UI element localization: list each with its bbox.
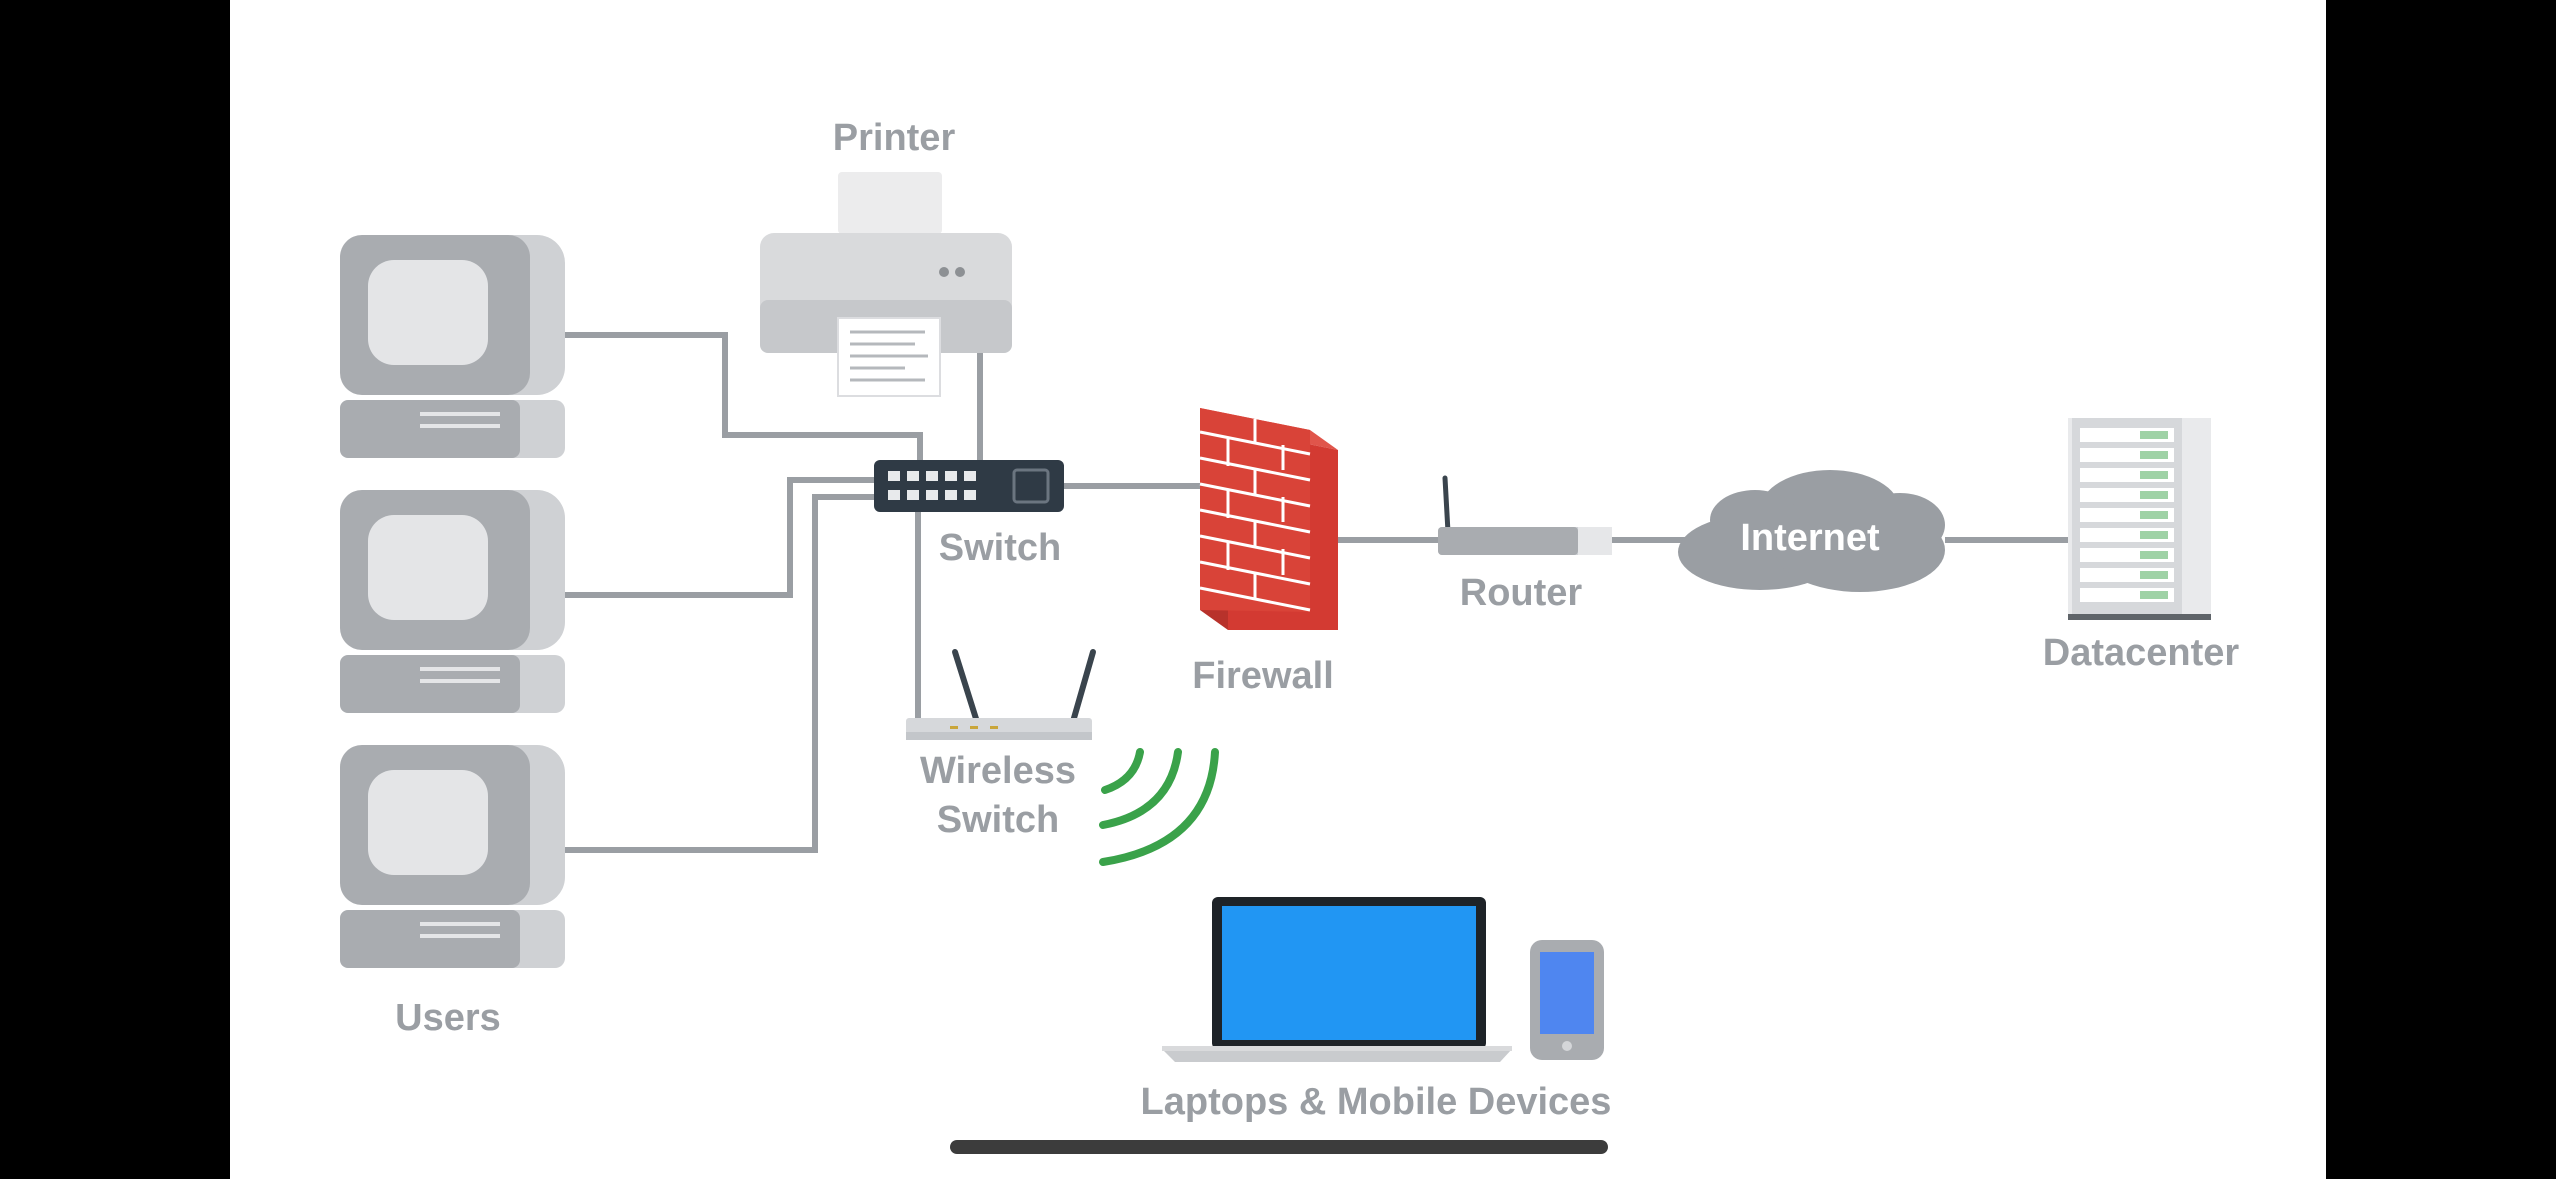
cloud-icon bbox=[1678, 470, 1945, 592]
computer-icon bbox=[340, 745, 565, 968]
wifi-signal-icon bbox=[1099, 748, 1219, 866]
printer-icon bbox=[760, 172, 1012, 397]
cable-user1-switch bbox=[565, 332, 923, 470]
computer-icon bbox=[340, 490, 565, 713]
datacenter-label: Datacenter bbox=[2043, 632, 2240, 674]
wireless-switch-label-line1: Wireless bbox=[920, 750, 1076, 792]
laptop-icon bbox=[1162, 897, 1512, 1062]
cable-user3-switch bbox=[565, 494, 880, 853]
switch-label: Switch bbox=[939, 527, 1061, 569]
router-icon bbox=[1438, 475, 1612, 555]
switch-icon bbox=[874, 460, 1064, 512]
wireless-switch-label-line2: Switch bbox=[937, 799, 1059, 841]
internet-label: Internet bbox=[1740, 517, 1880, 559]
cable-user2-switch bbox=[565, 477, 880, 598]
firewall-icon bbox=[1199, 408, 1338, 630]
computer-icon bbox=[340, 235, 565, 458]
server-rack-icon bbox=[2068, 418, 2211, 620]
printer-label: Printer bbox=[833, 117, 956, 159]
phone-icon bbox=[1530, 940, 1604, 1060]
devices-label: Laptops & Mobile Devices bbox=[1141, 1081, 1612, 1123]
home-indicator[interactable] bbox=[950, 1140, 1608, 1154]
wireless-router-icon bbox=[906, 649, 1096, 740]
users-label: Users bbox=[395, 997, 501, 1039]
firewall-label: Firewall bbox=[1192, 655, 1334, 697]
router-label: Router bbox=[1460, 572, 1583, 614]
cables bbox=[565, 332, 2072, 853]
